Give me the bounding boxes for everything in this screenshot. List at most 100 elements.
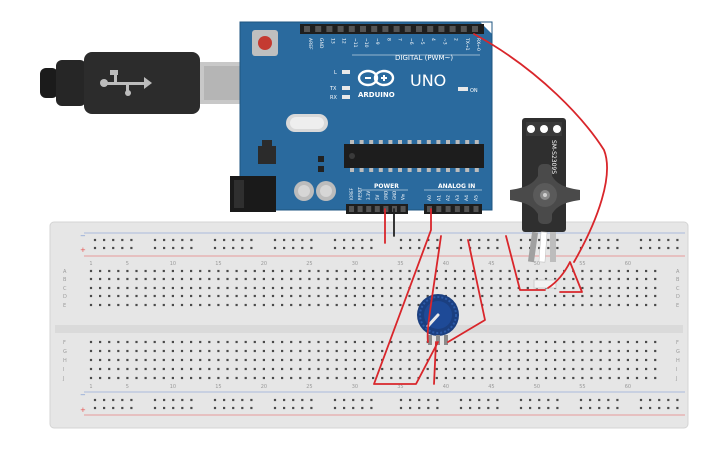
breadboard-hole[interactable] bbox=[308, 349, 311, 353]
breadboard-hole[interactable] bbox=[459, 246, 463, 250]
breadboard-hole[interactable] bbox=[554, 358, 557, 362]
breadboard-hole[interactable] bbox=[292, 398, 295, 402]
breadboard-hole[interactable] bbox=[544, 277, 548, 281]
breadboard-hole[interactable] bbox=[453, 277, 457, 281]
breadboard-hole[interactable] bbox=[153, 238, 157, 242]
breadboard-hole[interactable] bbox=[99, 286, 102, 290]
breadboard-hole[interactable] bbox=[490, 376, 493, 380]
breadboard-hole[interactable] bbox=[262, 340, 265, 344]
breadboard-hole[interactable] bbox=[273, 398, 277, 402]
breadboard-hole[interactable] bbox=[372, 340, 375, 344]
breadboard-hole[interactable] bbox=[444, 277, 447, 281]
breadboard-hole[interactable] bbox=[89, 358, 93, 362]
breadboard-hole[interactable] bbox=[299, 286, 302, 290]
breadboard-hole[interactable] bbox=[581, 376, 584, 380]
breadboard-hole[interactable] bbox=[281, 303, 284, 307]
breadboard-hole[interactable] bbox=[343, 398, 346, 402]
analog-pin-hole[interactable] bbox=[454, 206, 460, 212]
digital-pin-hole[interactable] bbox=[382, 26, 389, 32]
breadboard-hole[interactable] bbox=[171, 340, 174, 344]
breadboard-hole[interactable] bbox=[563, 376, 566, 380]
breadboard-hole[interactable] bbox=[626, 340, 629, 344]
breadboard-hole[interactable] bbox=[135, 303, 138, 307]
breadboard-hole[interactable] bbox=[390, 294, 393, 298]
breadboard-hole[interactable] bbox=[190, 269, 193, 273]
breadboard-hole[interactable] bbox=[232, 398, 235, 402]
breadboard-hole[interactable] bbox=[223, 406, 226, 410]
breadboard-hole[interactable] bbox=[645, 277, 648, 281]
breadboard-hole[interactable] bbox=[130, 406, 133, 410]
breadboard-hole[interactable] bbox=[590, 349, 593, 353]
breadboard-hole[interactable] bbox=[144, 286, 147, 290]
breadboard-hole[interactable] bbox=[417, 358, 420, 362]
breadboard-hole[interactable] bbox=[590, 340, 593, 344]
breadboard-hole[interactable] bbox=[223, 238, 226, 242]
breadboard-hole[interactable] bbox=[490, 269, 493, 273]
breadboard-hole[interactable] bbox=[418, 398, 421, 402]
breadboard-hole[interactable] bbox=[508, 367, 511, 371]
breadboard-hole[interactable] bbox=[317, 303, 320, 307]
breadboard-hole[interactable] bbox=[487, 398, 490, 402]
breadboard-hole[interactable] bbox=[190, 238, 193, 242]
breadboard-hole[interactable] bbox=[436, 238, 439, 242]
breadboard-hole[interactable] bbox=[617, 340, 620, 344]
breadboard-hole[interactable] bbox=[645, 376, 648, 380]
breadboard-hole[interactable] bbox=[290, 340, 293, 344]
power-pin-hole[interactable] bbox=[349, 206, 354, 212]
breadboard-hole[interactable] bbox=[308, 376, 311, 380]
breadboard-hole[interactable] bbox=[581, 358, 584, 362]
breadboard-hole[interactable] bbox=[579, 398, 583, 402]
breadboard-hole[interactable] bbox=[608, 367, 611, 371]
wire-pot-left[interactable] bbox=[426, 235, 442, 343]
breadboard-hole[interactable] bbox=[344, 349, 347, 353]
breadboard-hole[interactable] bbox=[317, 376, 320, 380]
breadboard-hole[interactable] bbox=[135, 349, 138, 353]
breadboard-hole[interactable] bbox=[153, 349, 156, 353]
breadboard-hole[interactable] bbox=[217, 269, 220, 273]
breadboard-hole[interactable] bbox=[581, 349, 584, 353]
breadboard-hole[interactable] bbox=[608, 277, 611, 281]
breadboard-hole[interactable] bbox=[308, 340, 311, 344]
breadboard-hole[interactable] bbox=[213, 398, 217, 402]
breadboard-hole[interactable] bbox=[344, 367, 347, 371]
breadboard-hole[interactable] bbox=[463, 358, 466, 362]
breadboard-hole[interactable] bbox=[478, 238, 481, 242]
breadboard-hole[interactable] bbox=[163, 398, 166, 402]
breadboard-hole[interactable] bbox=[241, 406, 244, 410]
breadboard-hole[interactable] bbox=[547, 238, 550, 242]
breadboard-hole[interactable] bbox=[112, 398, 115, 402]
breadboard-hole[interactable] bbox=[381, 367, 384, 371]
breadboard-hole[interactable] bbox=[271, 340, 275, 344]
breadboard-hole[interactable] bbox=[417, 303, 420, 307]
breadboard-hole[interactable] bbox=[153, 376, 156, 380]
breadboard-hole[interactable] bbox=[556, 246, 559, 250]
breadboard-hole[interactable] bbox=[649, 238, 652, 242]
breadboard-hole[interactable] bbox=[208, 294, 211, 298]
breadboard-hole[interactable] bbox=[190, 286, 193, 290]
breadboard-hole[interactable] bbox=[89, 286, 93, 290]
breadboard-hole[interactable] bbox=[181, 246, 184, 250]
breadboard-hole[interactable] bbox=[526, 376, 529, 380]
breadboard-hole[interactable] bbox=[162, 286, 165, 290]
breadboard-hole[interactable] bbox=[599, 340, 602, 344]
breadboard-hole[interactable] bbox=[93, 238, 97, 242]
breadboard-hole[interactable] bbox=[299, 269, 302, 273]
breadboard-hole[interactable] bbox=[117, 303, 120, 307]
breadboard-hole[interactable] bbox=[163, 246, 166, 250]
breadboard-hole[interactable] bbox=[171, 277, 174, 281]
breadboard-hole[interactable] bbox=[171, 358, 174, 362]
breadboard-hole[interactable] bbox=[335, 294, 338, 298]
breadboard-hole[interactable] bbox=[408, 367, 411, 371]
breadboard-hole[interactable] bbox=[535, 367, 538, 371]
breadboard-hole[interactable] bbox=[598, 406, 601, 410]
breadboard-hole[interactable] bbox=[172, 238, 175, 242]
breadboard-hole[interactable] bbox=[526, 294, 529, 298]
breadboard-hole[interactable] bbox=[635, 358, 639, 362]
breadboard-hole[interactable] bbox=[135, 340, 138, 344]
breadboard-hole[interactable] bbox=[353, 367, 356, 371]
digital-pin-hole[interactable] bbox=[416, 26, 422, 32]
breadboard-hole[interactable] bbox=[417, 286, 420, 290]
power-pin-hole[interactable] bbox=[374, 206, 380, 212]
breadboard-hole[interactable] bbox=[135, 367, 138, 371]
breadboard-hole[interactable] bbox=[144, 294, 147, 298]
